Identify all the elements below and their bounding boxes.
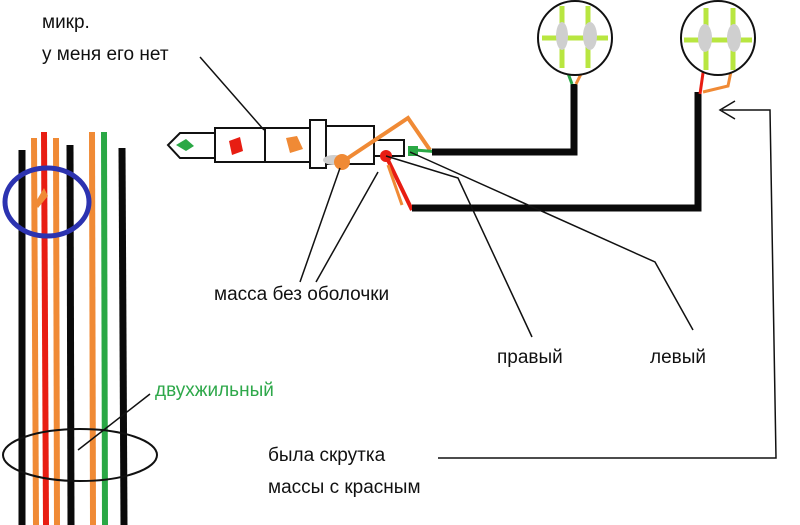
red-contact (229, 137, 243, 155)
twin-wire-label: двухжильный (155, 380, 274, 401)
mic-label: микр. (42, 12, 90, 33)
plug-ring-2 (264, 127, 311, 163)
cable-wire-black (118, 147, 128, 525)
left-label: левый (650, 347, 707, 368)
orange-wire-down (386, 164, 404, 206)
cable-bundle (2, 131, 158, 525)
left-pointer-line (409, 151, 694, 331)
cable-wire-black (66, 144, 75, 525)
wiring (343, 51, 737, 212)
ground-label: масса без оболочки (214, 284, 390, 305)
ground-pointer-line-2 (315, 171, 379, 283)
cable-wire-orange (89, 131, 96, 525)
orange-contact (286, 136, 303, 153)
solder-pad (727, 24, 741, 52)
solder-pad (556, 22, 568, 50)
right-pointer-line (385, 155, 533, 338)
jack-plug (166, 119, 418, 170)
twist-label: была скрутка (268, 445, 386, 466)
right-earphone (537, 0, 613, 76)
cable-wire-orange (53, 137, 60, 525)
solder-pad (583, 22, 597, 50)
black-cable-top (432, 84, 578, 156)
green-contact (176, 139, 194, 151)
solder-pad (698, 24, 712, 52)
orange-mark (35, 188, 48, 208)
green-blob (408, 146, 418, 156)
pointer-line (77, 393, 151, 451)
ground-pointer-line-1 (299, 167, 341, 283)
cable-wire-green (101, 131, 108, 525)
twist-pointer-line (438, 109, 777, 459)
red-wire-down (384, 155, 414, 211)
orange-wire-loop (343, 115, 432, 162)
left-earphone (680, 0, 756, 76)
twin-wire-ellipse (2, 428, 158, 482)
twist-note-label: массы с красным (268, 477, 421, 498)
mic-pointer-line (199, 56, 265, 131)
cable-wire-orange (31, 137, 39, 525)
mic-note-label: у меня его нет (42, 44, 169, 65)
annotation-lines (199, 56, 777, 459)
highlight-circle (2, 165, 92, 239)
twist-arrowhead (718, 100, 736, 120)
right-label: правый (497, 347, 563, 368)
black-cable-bottom (412, 92, 702, 212)
